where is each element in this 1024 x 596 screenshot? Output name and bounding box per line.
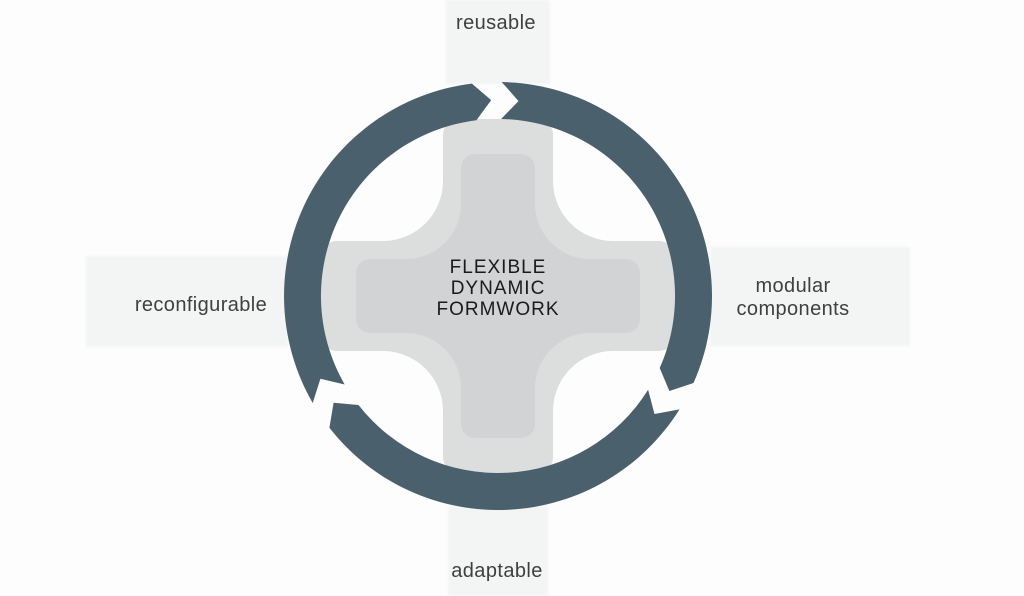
cross-band-bottom: [448, 506, 548, 596]
cross-band-left: [86, 256, 288, 347]
label-modular-components: modular components: [683, 275, 903, 321]
center-label-line1: FLEXIBLE: [449, 257, 547, 278]
label-adaptable: adaptable: [451, 560, 543, 582]
cycle-arrow-segment-1: [501, 82, 712, 391]
label-modular-line1: modular: [755, 275, 831, 297]
cross-band-right: [710, 247, 910, 346]
center-label-line2: DYNAMIC: [450, 278, 546, 299]
formwork-cross-inner: [356, 154, 640, 438]
label-reconfigurable: reconfigurable: [134, 294, 268, 316]
center-label-line3: FORMWORK: [436, 299, 560, 320]
cross-band-top: [446, 0, 550, 84]
label-modular-line2: components: [736, 298, 850, 320]
cycle-arrow-segment-3: [284, 83, 492, 403]
center-label: FLEXIBLE DYNAMIC FORMWORK: [398, 257, 598, 320]
label-reusable: reusable: [456, 12, 536, 34]
cycle-arrow-segment-2: [329, 389, 680, 511]
